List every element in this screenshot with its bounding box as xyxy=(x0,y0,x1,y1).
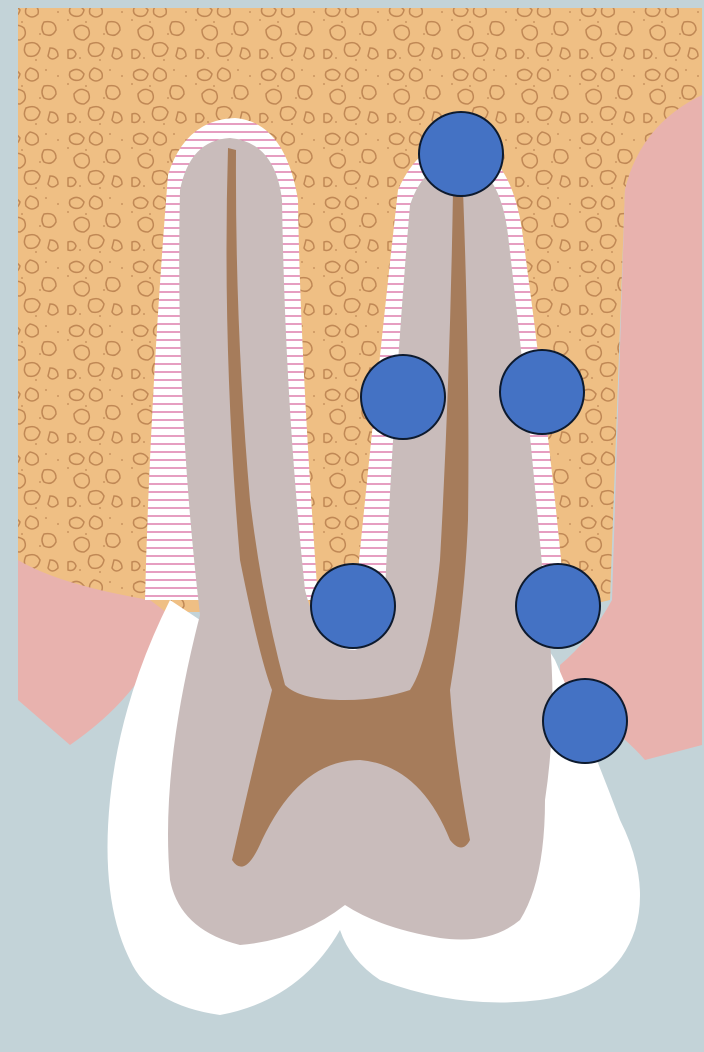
outer-root-right-marker[interactable] xyxy=(500,350,584,434)
crest-right-marker[interactable] xyxy=(516,564,600,648)
root-apex-marker[interactable] xyxy=(419,112,503,196)
gingiva-right-marker[interactable] xyxy=(543,679,627,763)
furcation-marker[interactable] xyxy=(311,564,395,648)
alveolar-bone xyxy=(18,8,702,612)
inner-root-left-marker[interactable] xyxy=(361,355,445,439)
